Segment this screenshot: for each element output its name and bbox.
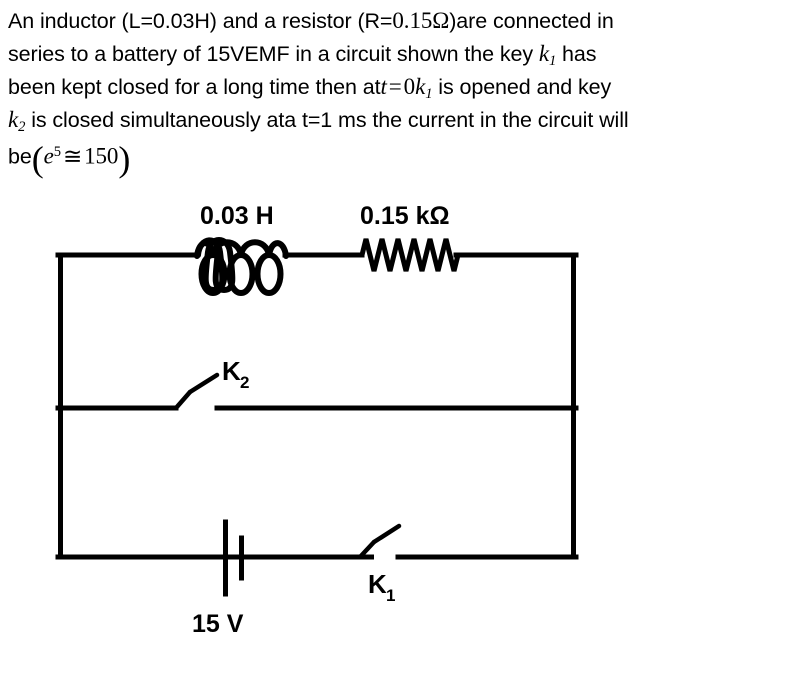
math-run: k — [538, 41, 549, 66]
switch-k2[interactable] — [55, 372, 579, 411]
switch-k1-label: K — [368, 569, 387, 599]
switch-k1-gap — [374, 548, 398, 566]
math-run: = — [388, 74, 402, 99]
circuit-diagram: 0.03 H 0.15 kΩ K 2 15 V K 1 — [0, 186, 800, 681]
math-run: e — [43, 143, 54, 169]
resistor-symbol — [359, 238, 461, 272]
math-run: t — [380, 74, 387, 99]
math-run: 0 — [403, 74, 416, 99]
math-run: ≅ — [62, 143, 83, 169]
question-line-1: An inductor (L=0.03H) and a resistor (R=… — [8, 8, 614, 33]
switch-k1-label-subscript: 1 — [386, 586, 395, 605]
switch-k1-blade — [371, 523, 402, 545]
math-run: 1 — [425, 85, 433, 102]
battery-symbol — [223, 519, 244, 597]
resistor-label: 0.15 kΩ — [360, 202, 450, 230]
question-text-block: An inductor (L=0.03H) and a resistor (R=… — [8, 4, 792, 179]
wire-k2-pivot-rise — [173, 389, 193, 411]
inductor-label: 0.03 H — [200, 202, 274, 230]
wire-k1-pivot-rise — [357, 539, 377, 560]
math-run: 0.15 — [392, 8, 433, 33]
question-line-2: series to a battery of 15VEMF in a circu… — [8, 41, 597, 69]
math-run: 1 — [548, 52, 557, 69]
switch-k2-label-subscript: 2 — [240, 373, 249, 392]
math-run: ( — [31, 138, 44, 179]
math-run: 2 — [18, 118, 26, 135]
math-run: k — [415, 74, 426, 99]
math-run: k — [8, 107, 19, 132]
inductor-symbol — [194, 237, 289, 296]
math-run: 5 — [53, 144, 61, 160]
question-line-5: be(e5≅150) — [8, 138, 131, 179]
switch-k2-blade — [187, 372, 220, 395]
math-run: ) — [118, 138, 131, 179]
battery-label: 15 V — [192, 610, 244, 638]
switch-k2-label: K — [222, 356, 241, 386]
math-run: 150 — [84, 143, 119, 169]
math-run: Ω — [432, 8, 450, 33]
question-line-4: k2 is closed simultaneously ata t=1 ms t… — [8, 107, 629, 135]
question-line-3: been kept closed for a long time then at… — [8, 74, 612, 102]
switch-k1[interactable] — [357, 523, 402, 560]
